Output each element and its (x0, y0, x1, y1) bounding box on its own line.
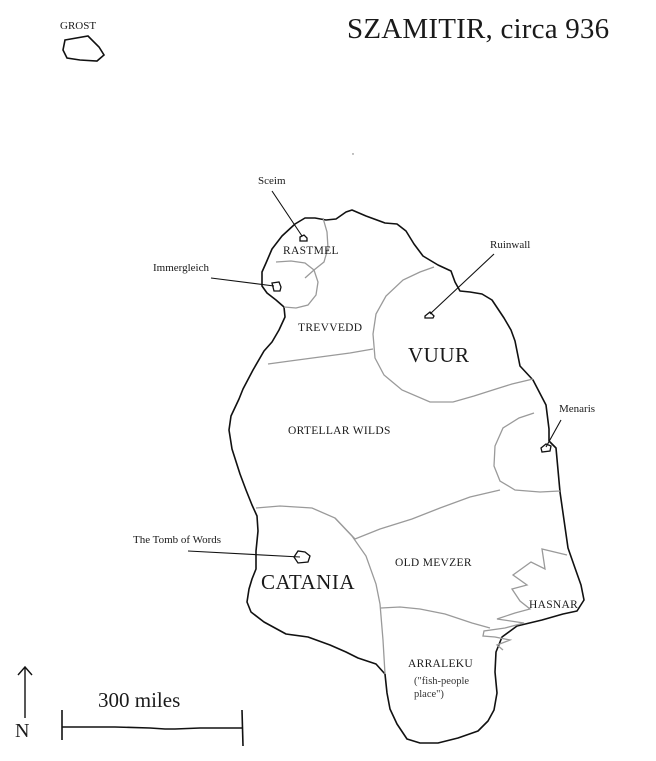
region-label-catania: CATANIA (261, 570, 355, 594)
grost-island-outline (62, 35, 106, 62)
place-label-immergleich: Immergleich (153, 262, 209, 274)
stray-dot (352, 153, 354, 155)
scale-bar (61, 709, 244, 747)
region-label-ortellar-wilds: ORTELLAR WILDS (288, 425, 391, 437)
border-hasnar (482, 548, 568, 651)
place-label-tomb-of-words: The Tomb of Words (133, 534, 222, 546)
szamitir-coastline (228, 209, 585, 744)
arraleku-note-line2: place") (414, 689, 444, 700)
sceim-marker (299, 234, 308, 242)
border-vuur (372, 266, 534, 403)
region-borders (255, 217, 568, 675)
place-label-sceim: Sceim (258, 175, 286, 187)
north-arrow-icon (17, 665, 33, 718)
map-title: SZAMITIR, circa 936 (347, 13, 610, 45)
border-catania-east (334, 517, 386, 675)
border-trevvedd-south (267, 348, 374, 365)
region-label-trevvedd: TREVVEDD (298, 322, 363, 334)
compass-north-label: N (15, 720, 30, 742)
ruinwall-leader-line (429, 253, 495, 315)
region-label-arraleku: ARRALEKU (408, 658, 474, 670)
arraleku-note-line1: ("fish-people (414, 676, 470, 687)
menaris-marker (540, 443, 552, 453)
border-immergleich (275, 260, 319, 309)
border-arraleku-north (380, 606, 491, 629)
place-label-menaris: Menaris (559, 403, 596, 415)
tomb-of-words-marker (293, 550, 311, 564)
sceim-leader-line (271, 190, 303, 237)
immergleich-leader-line (210, 277, 275, 287)
region-label-hasnar: HASNAR (529, 599, 579, 611)
island-label-grost: GROST (60, 20, 97, 32)
scale-label: 300 miles (98, 688, 181, 712)
border-menaris (493, 412, 561, 493)
region-label-old-mevzer: OLD MEVZER (395, 557, 472, 569)
border-rastmel (304, 217, 329, 279)
region-label-rastmel: RASTMEL (283, 245, 339, 257)
tomb-leader-line (187, 550, 301, 558)
region-label-vuur: VUUR (408, 343, 470, 367)
ruinwall-marker (424, 311, 435, 319)
border-ortellar-south (255, 489, 501, 540)
place-label-ruinwall: Ruinwall (490, 239, 531, 251)
immergleich-marker (271, 281, 282, 292)
menaris-leader-line (545, 419, 562, 448)
